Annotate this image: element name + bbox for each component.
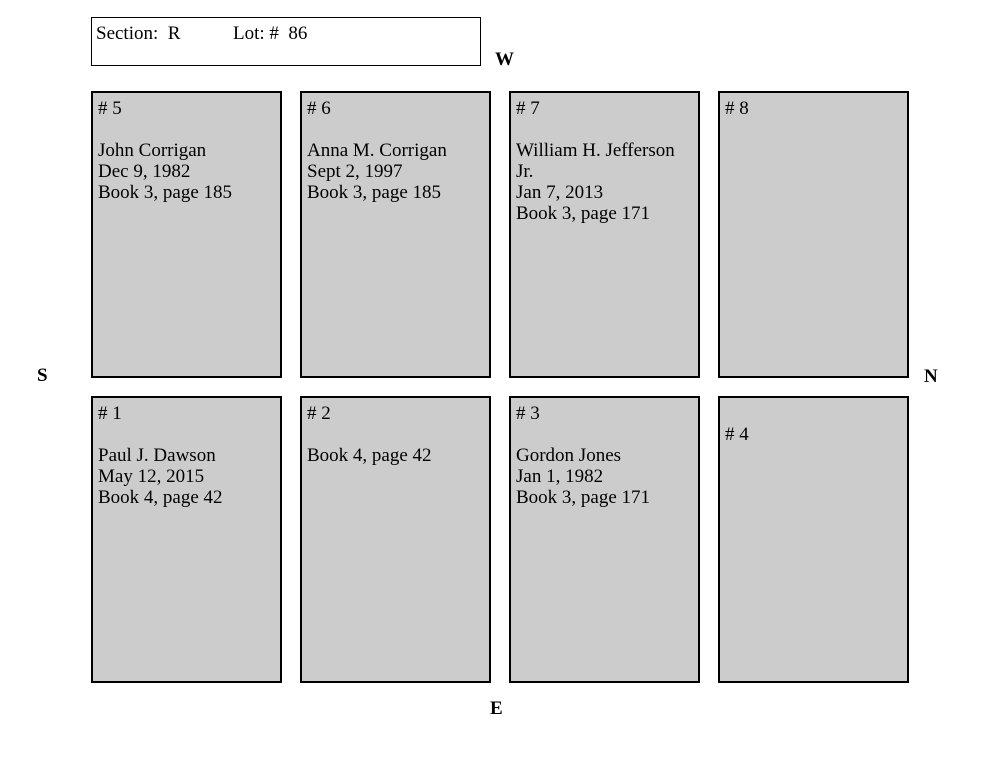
plot-1: # 1 Paul J. Dawson May 12, 2015 Book 4, … bbox=[91, 396, 282, 683]
plot-book-ref: Book 3, page 171 bbox=[516, 487, 651, 508]
compass-north-label: N bbox=[924, 366, 938, 387]
plot-name: William H. Jefferson bbox=[516, 140, 675, 161]
plot-name: John Corrigan bbox=[98, 140, 207, 161]
plot-book-ref: Book 4, page 42 bbox=[307, 445, 432, 466]
plot-number: # 7 bbox=[516, 98, 540, 119]
plot-date: May 12, 2015 bbox=[98, 466, 205, 487]
plot-4: # 4 bbox=[718, 396, 909, 683]
plot-number: # 6 bbox=[307, 98, 331, 119]
compass-west-label: W bbox=[495, 49, 514, 70]
plot-date: Jan 7, 2013 bbox=[516, 182, 604, 203]
plot-number: # 5 bbox=[98, 98, 122, 119]
plot-3: # 3 Gordon Jones Jan 1, 1982 Book 3, pag… bbox=[509, 396, 700, 683]
plot-date: Sept 2, 1997 bbox=[307, 161, 403, 182]
plot-date: Dec 9, 1982 bbox=[98, 161, 191, 182]
plot-5: # 5 John Corrigan Dec 9, 1982 Book 3, pa… bbox=[91, 91, 282, 378]
plot-8: # 8 bbox=[718, 91, 909, 378]
plot-number: # 3 bbox=[516, 403, 540, 424]
plot-6: # 6 Anna M. Corrigan Sept 2, 1997 Book 3… bbox=[300, 91, 491, 378]
plot-name: Gordon Jones bbox=[516, 445, 622, 466]
plot-book-ref: Book 3, page 185 bbox=[98, 182, 233, 203]
plot-name: Paul J. Dawson bbox=[98, 445, 216, 466]
section-label: Section: R bbox=[96, 23, 181, 44]
plot-number: # 4 bbox=[725, 424, 749, 445]
plot-name-suffix: Jr. bbox=[516, 161, 534, 182]
lot-label: Lot: # 86 bbox=[233, 23, 308, 44]
plot-2: # 2 Book 4, page 42 bbox=[300, 396, 491, 683]
plot-number: # 1 bbox=[98, 403, 122, 424]
plot-date: Jan 1, 1982 bbox=[516, 466, 604, 487]
plot-7: # 7 William H. Jefferson Jr. Jan 7, 2013… bbox=[509, 91, 700, 378]
compass-east-label: E bbox=[490, 698, 503, 719]
section-lot-header: Section: R Lot: # 86 bbox=[91, 17, 481, 66]
plot-book-ref: Book 4, page 42 bbox=[98, 487, 223, 508]
plot-book-ref: Book 3, page 171 bbox=[516, 203, 651, 224]
plot-book-ref: Book 3, page 185 bbox=[307, 182, 442, 203]
plot-name: Anna M. Corrigan bbox=[307, 140, 447, 161]
plot-number: # 8 bbox=[725, 98, 749, 119]
plot-number: # 2 bbox=[307, 403, 331, 424]
compass-south-label: S bbox=[37, 365, 48, 386]
